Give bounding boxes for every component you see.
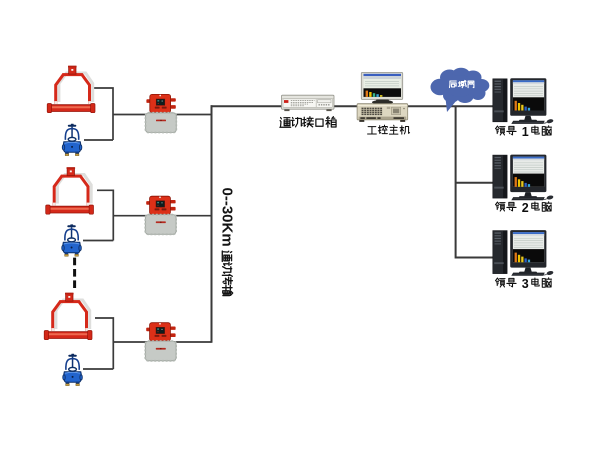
svg-text:1: 1 xyxy=(522,125,529,139)
svg-text:2: 2 xyxy=(522,201,529,215)
svg-text:0--30Km: 0--30Km xyxy=(219,188,236,247)
svg-text:3: 3 xyxy=(522,277,529,291)
